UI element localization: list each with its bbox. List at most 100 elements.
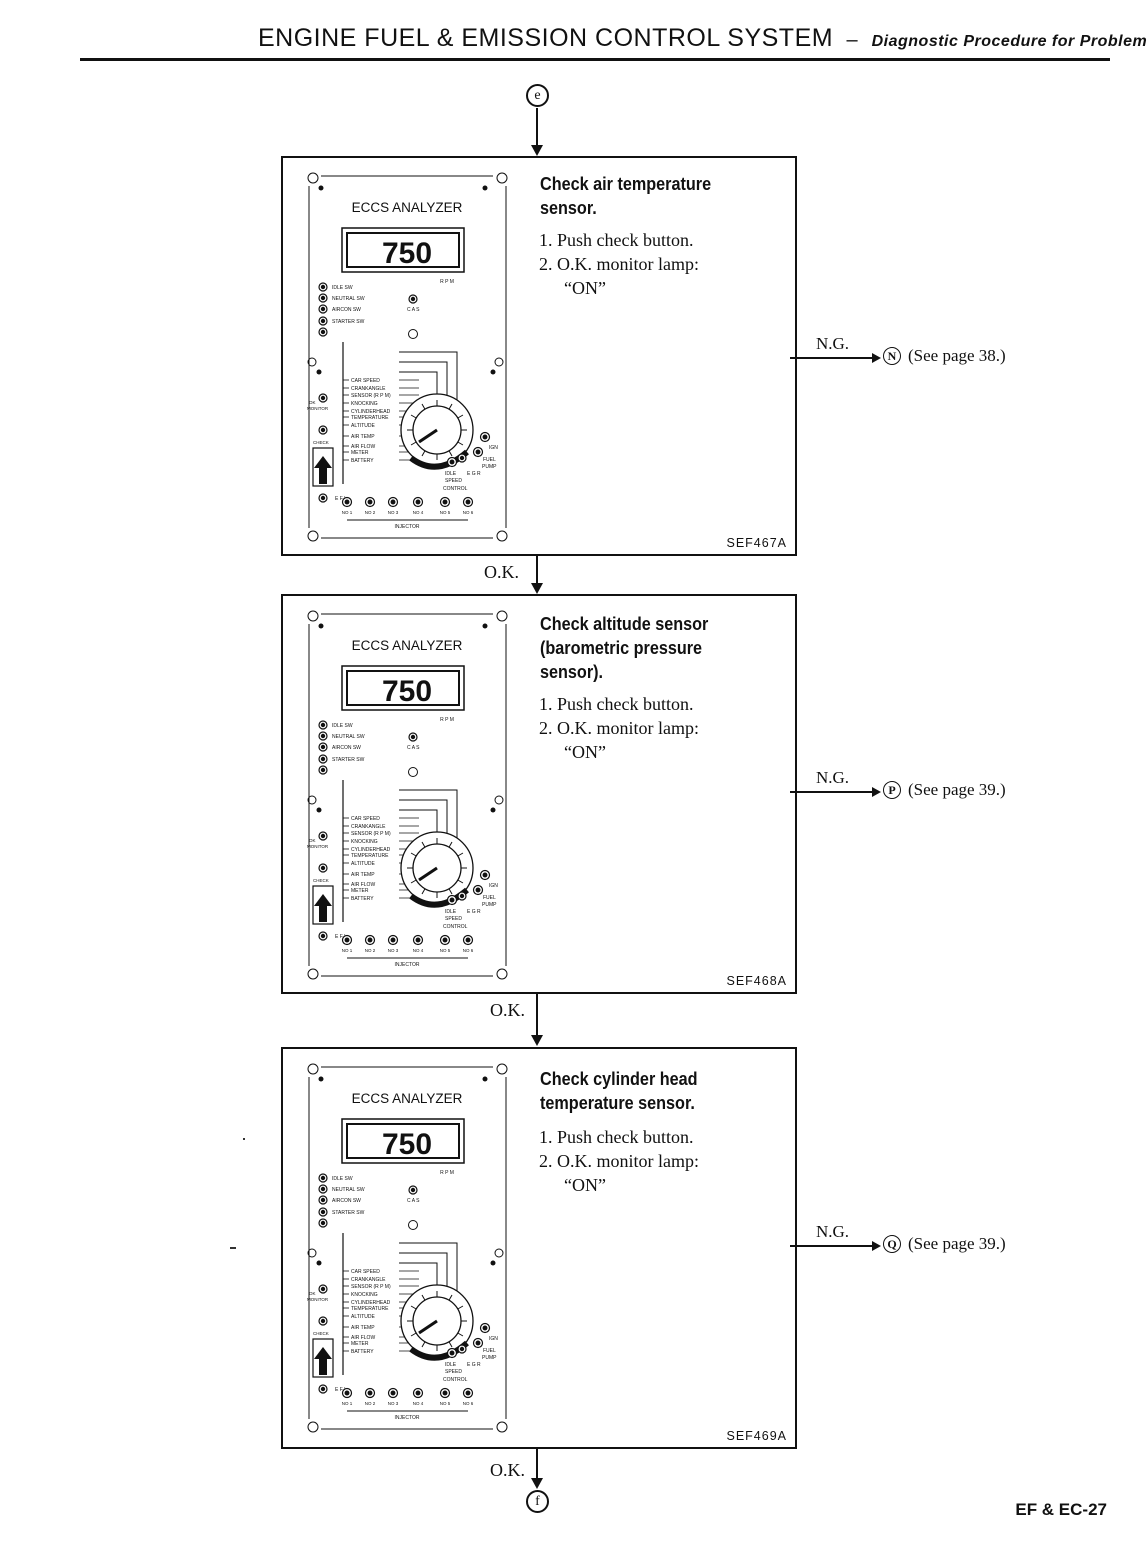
panel-screw-icon <box>307 795 317 805</box>
header-rule <box>80 58 1110 61</box>
step-title-3: Check cylinder head temperature sensor. <box>540 1069 698 1113</box>
injector-number-label: NO 5 <box>440 510 451 515</box>
corner-screw-icon <box>307 968 319 980</box>
dial-position-label: METER <box>351 888 369 894</box>
egr-label: E G R <box>467 909 481 915</box>
knob-grip <box>448 841 453 848</box>
switch-label: STARTER SW <box>332 757 365 763</box>
ok-label: OK <box>309 400 316 405</box>
small-screw-icon <box>318 1076 324 1082</box>
switch-label: NEUTRAL SW <box>332 296 365 302</box>
small-screw-icon <box>318 623 324 629</box>
panel-screw-icon <box>494 1248 504 1258</box>
rpm-readout: 750 <box>382 675 432 708</box>
knob-grip <box>410 1305 417 1310</box>
speed-label: SPEED <box>445 478 462 484</box>
display-window <box>346 670 460 706</box>
rpm-readout: 750 <box>382 1128 432 1161</box>
ok-connector-1 <box>536 554 538 584</box>
indicator-lamp <box>320 1386 326 1392</box>
indicator-lamp <box>320 865 326 871</box>
small-screw-icon <box>490 369 496 375</box>
indicator-lamp <box>320 1197 326 1203</box>
knob-grip <box>410 414 417 419</box>
rpm-label: R P M <box>440 717 454 723</box>
indicator-lamp <box>320 1209 326 1215</box>
switch-label: IDLE SW <box>332 723 353 729</box>
corner-screw-icon <box>496 1063 508 1075</box>
ng-line <box>790 1245 874 1247</box>
ng-arrowhead <box>872 787 881 797</box>
indicator-lamp <box>475 887 481 893</box>
corner-screw-icon <box>496 968 508 980</box>
indicator-lamp <box>449 1350 455 1356</box>
panel-screw-icon <box>307 1248 317 1258</box>
ng-reference: (See page 39.) <box>908 1234 1006 1253</box>
corner-screw-icon <box>496 172 508 184</box>
indicator-lamp <box>320 722 326 728</box>
switch-label: NEUTRAL SW <box>332 1187 365 1193</box>
step-title-2: Check altitude sensor (barometric pressu… <box>540 614 709 682</box>
ng-marker: P <box>883 781 901 799</box>
switch-label: STARTER SW <box>332 1210 365 1216</box>
injector-number-label: NO 4 <box>413 948 424 953</box>
cas-label: C A S <box>407 1198 420 1204</box>
injector-number-label: NO 6 <box>463 510 474 515</box>
dial-position-label: BATTERY <box>351 896 374 902</box>
indicator-lamp <box>465 499 471 505</box>
display-window <box>346 232 460 268</box>
scan-mark <box>230 1247 236 1249</box>
knob-grip <box>410 441 417 446</box>
panel-screw-icon <box>307 357 317 367</box>
ng-branch-3: N.G. Q (See page 39.) <box>790 1222 1090 1262</box>
dial-position-label: CAR SPEED <box>351 816 380 822</box>
header-title: ENGINE FUEL & EMISSION CONTROL SYSTEM <box>258 24 834 52</box>
entry-arrowhead <box>531 145 543 156</box>
knob-grip <box>448 1294 453 1301</box>
indicator-lamp <box>482 434 488 440</box>
knob-grip <box>421 841 426 848</box>
selector-line <box>399 361 448 404</box>
ok-label-1: O.K. <box>484 562 519 582</box>
selector-line <box>399 1262 438 1295</box>
selector-line <box>399 1242 458 1295</box>
indicator-lamp <box>410 734 416 740</box>
dial-position-label: AIR FLOW <box>351 882 375 888</box>
dial-position-label: AIR FLOW <box>351 444 375 450</box>
control-label: CONTROL <box>443 924 468 930</box>
display-frame <box>341 1118 465 1164</box>
small-screw-icon <box>316 369 322 375</box>
dial-position-label: SENSOR (R P M) <box>351 1284 391 1290</box>
pump-label: PUMP <box>482 902 497 908</box>
ng-line <box>790 357 874 359</box>
step-title-1: Check air temperature sensor. <box>540 174 712 218</box>
dial-position-label: AIR TEMP <box>351 1325 375 1331</box>
indicator-lamp <box>475 449 481 455</box>
indicator-lamp <box>320 1286 326 1292</box>
ng-label: N.G. <box>816 1222 850 1241</box>
efi-label: E F I <box>335 496 346 502</box>
indicator-lamp <box>320 1318 326 1324</box>
dial-position-label: ALTITUDE <box>351 423 375 429</box>
egr-label: E G R <box>467 1362 481 1368</box>
cas-lamp <box>408 329 418 339</box>
injector-number-label: NO 4 <box>413 1401 424 1406</box>
injector-number-label: NO 3 <box>388 1401 399 1406</box>
indicator-lamp <box>415 499 421 505</box>
dial-position-label: CYLINDERHEAD <box>351 409 391 415</box>
figure-code-1: SEF467A <box>726 536 787 550</box>
knob-grip <box>410 1332 417 1337</box>
ng-branch-1: N.G. N (See page 38.) <box>790 334 1090 374</box>
switch-label: AIRCON SW <box>332 1198 361 1204</box>
ng-marker: Q <box>883 1235 901 1253</box>
knob-grip <box>448 403 453 410</box>
indicator-lamp <box>459 455 465 461</box>
dial-position-label: SENSOR (R P M) <box>351 831 391 837</box>
dial-position-label: SENSOR (R P M) <box>351 393 391 399</box>
dial-position-label: TEMPERATURE <box>351 415 389 421</box>
panel-screw-icon <box>494 357 504 367</box>
